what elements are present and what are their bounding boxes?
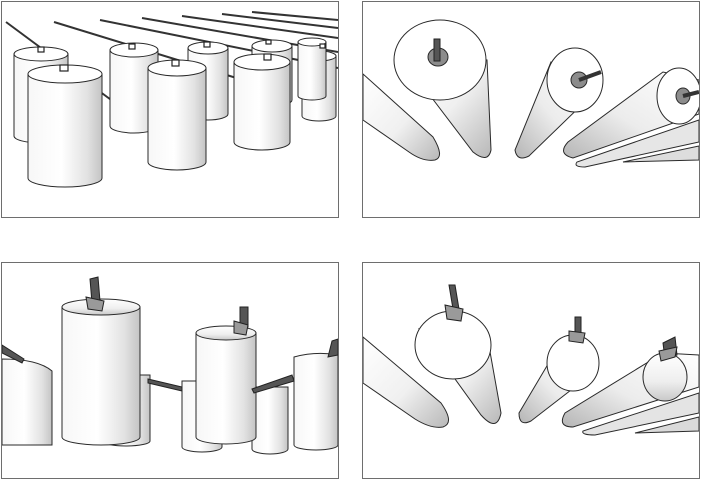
cylinder-left-partial — [2, 358, 53, 446]
rod-stub-middle — [578, 70, 602, 82]
hangers — [444, 284, 678, 362]
render-panel-low-side-view — [1, 262, 339, 479]
cylinder-body-right-2 — [582, 392, 699, 436]
cylinder-body-right-3 — [634, 416, 699, 434]
cylinder-cap-middle — [546, 334, 600, 392]
cylinder-body-left-partial — [363, 73, 440, 161]
cylinder-cap-large — [414, 310, 492, 380]
cylinder-scene-low-side — [2, 276, 338, 455]
cylinder-body-left-partial — [363, 336, 449, 428]
rod-clips — [37, 39, 326, 72]
cylinder-body-right-3 — [622, 145, 699, 163]
render-panel-underside-hangers — [362, 262, 700, 479]
cylinder-body-right-2 — [575, 119, 699, 168]
cylinder-scene-underside-rods — [363, 19, 699, 168]
rod-stub-right — [682, 90, 699, 98]
near-cylinders — [27, 59, 207, 188]
cylinder-back-right — [251, 386, 289, 455]
cylinder-right-front — [195, 332, 257, 445]
render-panel-underside-rods — [362, 1, 700, 218]
cylinder-far-right — [293, 352, 338, 451]
render-panel-side-view — [1, 1, 339, 218]
cylinder-scene-underside-hangers — [363, 284, 699, 436]
rod-stub-large — [433, 38, 441, 62]
hangers — [2, 276, 338, 394]
cylinder-scene-side — [5, 11, 338, 188]
cylinder-large-front — [61, 306, 141, 446]
